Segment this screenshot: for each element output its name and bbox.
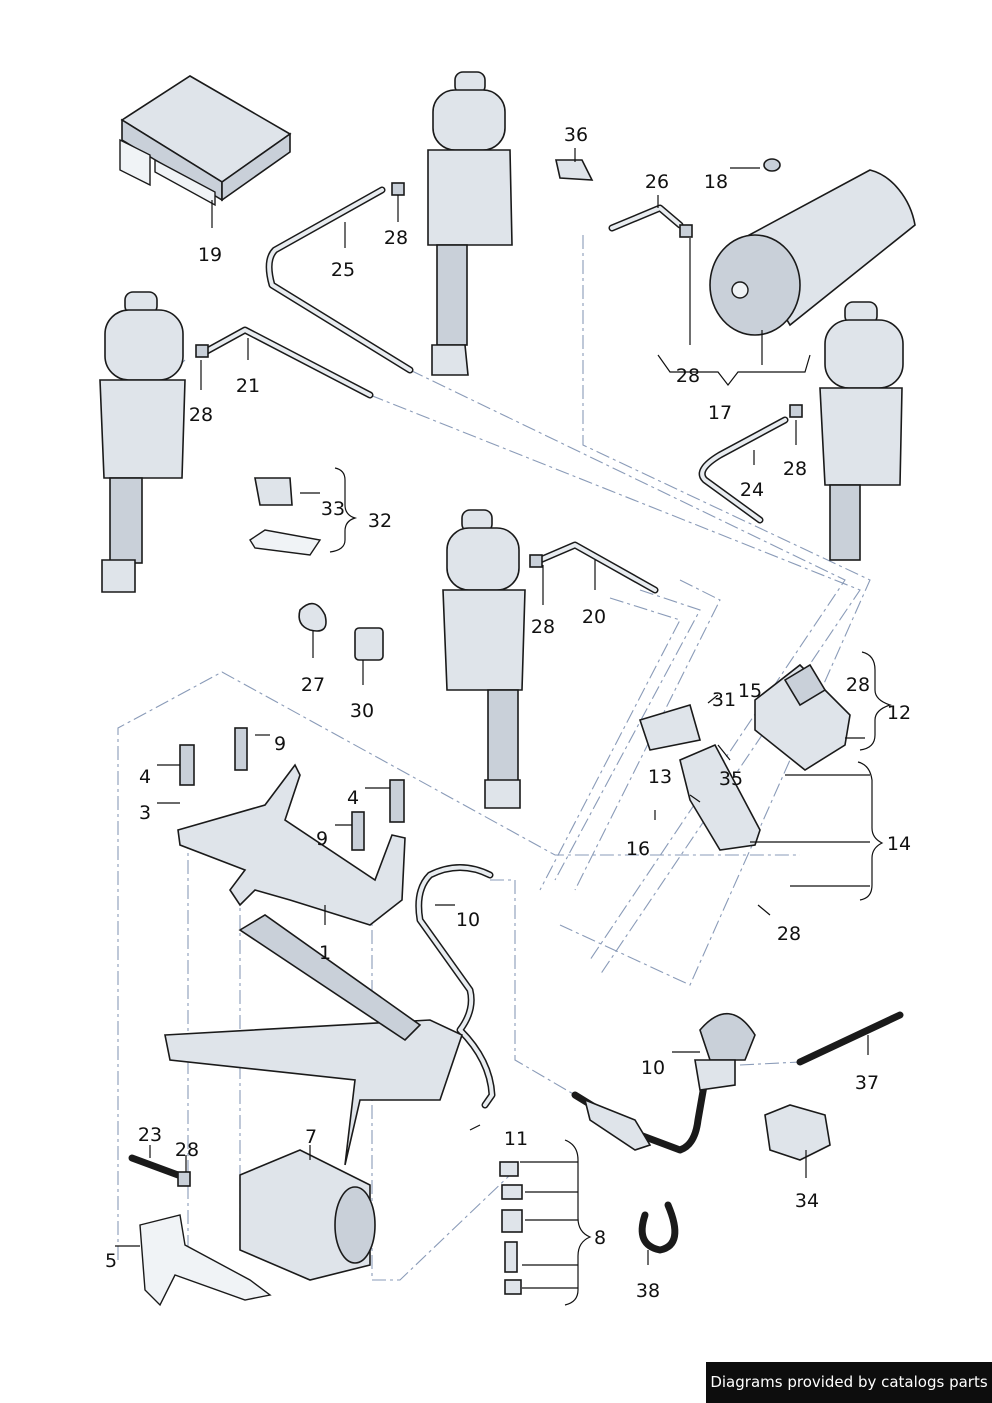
label-27: 27	[301, 674, 325, 696]
label-9-a: 9	[274, 733, 286, 755]
label-31: 31	[712, 689, 736, 711]
label-28-b: 28	[189, 404, 213, 426]
label-13: 13	[648, 766, 672, 788]
leader-lines	[115, 148, 892, 1306]
compressor	[139, 1149, 376, 1307]
label-10-b: 10	[641, 1057, 665, 1079]
bracket-assembly	[164, 763, 463, 1166]
small-parts	[128, 158, 904, 1295]
air-lines	[201, 186, 789, 1154]
label-10-a: 10	[456, 909, 480, 931]
air-strut-center-top	[427, 71, 513, 376]
label-28-f: 28	[846, 674, 870, 696]
label-3: 3	[139, 802, 151, 824]
solenoid-valve-block	[638, 663, 851, 851]
label-7: 7	[305, 1126, 317, 1148]
label-24: 24	[740, 479, 764, 501]
label-19: 19	[198, 244, 222, 266]
label-38: 38	[636, 1280, 660, 1302]
label-18: 18	[704, 171, 728, 193]
label-23: 23	[138, 1124, 162, 1146]
label-1: 1	[319, 942, 331, 964]
label-28-d: 28	[783, 458, 807, 480]
label-34: 34	[795, 1190, 819, 1212]
air-reservoir	[709, 169, 916, 336]
label-28-g: 28	[777, 923, 801, 945]
air-strut-center-bottom	[442, 509, 526, 809]
label-35: 35	[719, 768, 743, 790]
label-11: 11	[504, 1128, 528, 1150]
label-28-e: 28	[531, 616, 555, 638]
label-30: 30	[350, 700, 374, 722]
callout-labels: 19 28 25 21 28 36 26 18 28 17 24 28 33 3…	[105, 124, 911, 1302]
label-12: 12	[887, 702, 911, 724]
label-4-b: 4	[347, 787, 359, 809]
label-33: 33	[321, 498, 345, 520]
control-unit	[119, 75, 292, 207]
label-37: 37	[855, 1072, 879, 1094]
label-25: 25	[331, 259, 355, 281]
label-9-b: 9	[316, 828, 328, 850]
label-14: 14	[887, 833, 911, 855]
label-28-c: 28	[676, 365, 700, 387]
air-strut-left	[99, 291, 186, 593]
label-26: 26	[645, 171, 669, 193]
label-36: 36	[564, 124, 588, 146]
credit-banner: Diagrams provided by catalogs parts	[706, 1362, 992, 1403]
label-20: 20	[582, 606, 606, 628]
label-32: 32	[368, 510, 392, 532]
label-4-a: 4	[139, 766, 151, 788]
label-28-h: 28	[175, 1139, 199, 1161]
label-17: 17	[708, 402, 732, 424]
label-15: 15	[738, 680, 762, 702]
label-5: 5	[105, 1250, 117, 1272]
air-strut-right	[819, 301, 904, 561]
label-21: 21	[236, 375, 260, 397]
guide-lines	[117, 235, 871, 1281]
label-28-a: 28	[384, 227, 408, 249]
label-8: 8	[594, 1227, 606, 1249]
label-16: 16	[626, 838, 650, 860]
